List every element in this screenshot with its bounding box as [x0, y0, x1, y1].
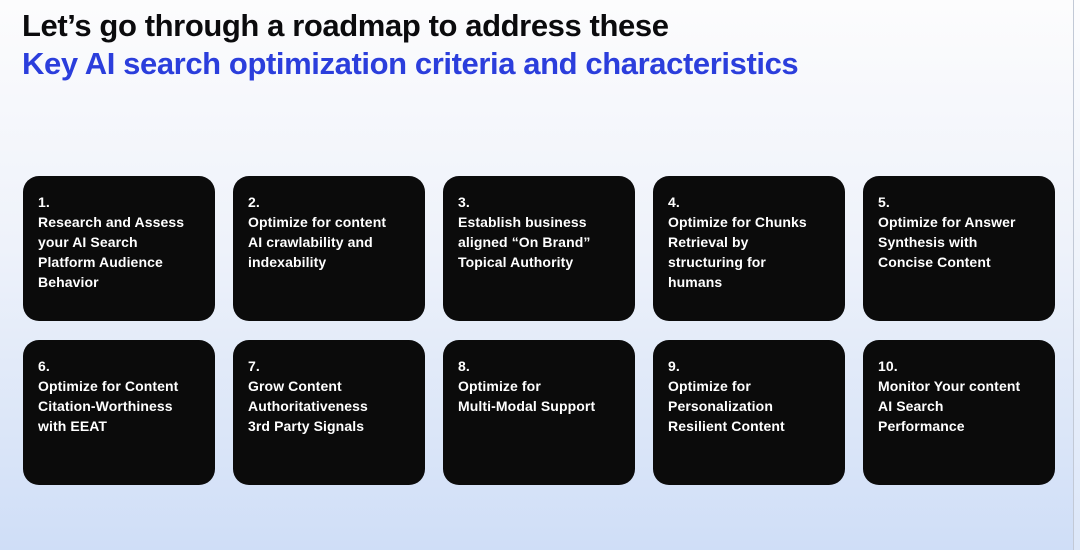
card-text: Optimize for Personalization Resilient C…: [668, 378, 785, 434]
card-number: 6.: [38, 358, 50, 374]
card-number: 5.: [878, 194, 890, 210]
slide-title-line2: Key AI search optimization criteria and …: [22, 46, 799, 81]
card-text: Optimize for Multi-Modal Support: [458, 378, 596, 414]
roadmap-card-10: 10. Monitor Your content AI Search Perfo…: [863, 340, 1055, 485]
roadmap-card-4: 4. Optimize for Chunks Retrieval by stru…: [653, 176, 845, 321]
card-text: Optimize for Content Citation-Worthiness…: [38, 378, 179, 434]
card-number: 3.: [458, 194, 470, 210]
slide-right-edge: [1073, 0, 1080, 550]
card-number: 9.: [668, 358, 680, 374]
card-number: 8.: [458, 358, 470, 374]
card-text: Grow Content Authoritativeness 3rd Party…: [248, 378, 368, 434]
roadmap-card-2: 2. Optimize for content AI crawlability …: [233, 176, 425, 321]
card-number: 1.: [38, 194, 50, 210]
card-text: Optimize for Answer Synthesis with Conci…: [878, 214, 1016, 270]
roadmap-card-1: 1. Research and Assess your AI Search Pl…: [23, 176, 215, 321]
roadmap-card-6: 6. Optimize for Content Citation-Worthin…: [23, 340, 215, 485]
roadmap-card-8: 8. Optimize for Multi-Modal Support: [443, 340, 635, 485]
card-text: Establish business aligned “On Brand” To…: [458, 214, 591, 270]
roadmap-card-9: 9. Optimize for Personalization Resilien…: [653, 340, 845, 485]
card-number: 7.: [248, 358, 260, 374]
card-text: Research and Assess your AI Search Platf…: [38, 214, 185, 290]
card-text: Optimize for Chunks Retrieval by structu…: [668, 214, 807, 290]
roadmap-card-7: 7. Grow Content Authoritativeness 3rd Pa…: [233, 340, 425, 485]
card-number: 2.: [248, 194, 260, 210]
card-text: Monitor Your content AI Search Performan…: [878, 378, 1021, 434]
roadmap-card-5: 5. Optimize for Answer Synthesis with Co…: [863, 176, 1055, 321]
card-number: 4.: [668, 194, 680, 210]
card-number: 10.: [878, 358, 898, 374]
slide-title: Let’s go through a roadmap to address th…: [22, 7, 799, 83]
roadmap-card-3: 3. Establish business aligned “On Brand”…: [443, 176, 635, 321]
card-text: Optimize for content AI crawlability and…: [248, 214, 387, 270]
slide-title-line1: Let’s go through a roadmap to address th…: [22, 8, 669, 43]
roadmap-grid: 1. Research and Assess your AI Search Pl…: [23, 176, 1055, 485]
